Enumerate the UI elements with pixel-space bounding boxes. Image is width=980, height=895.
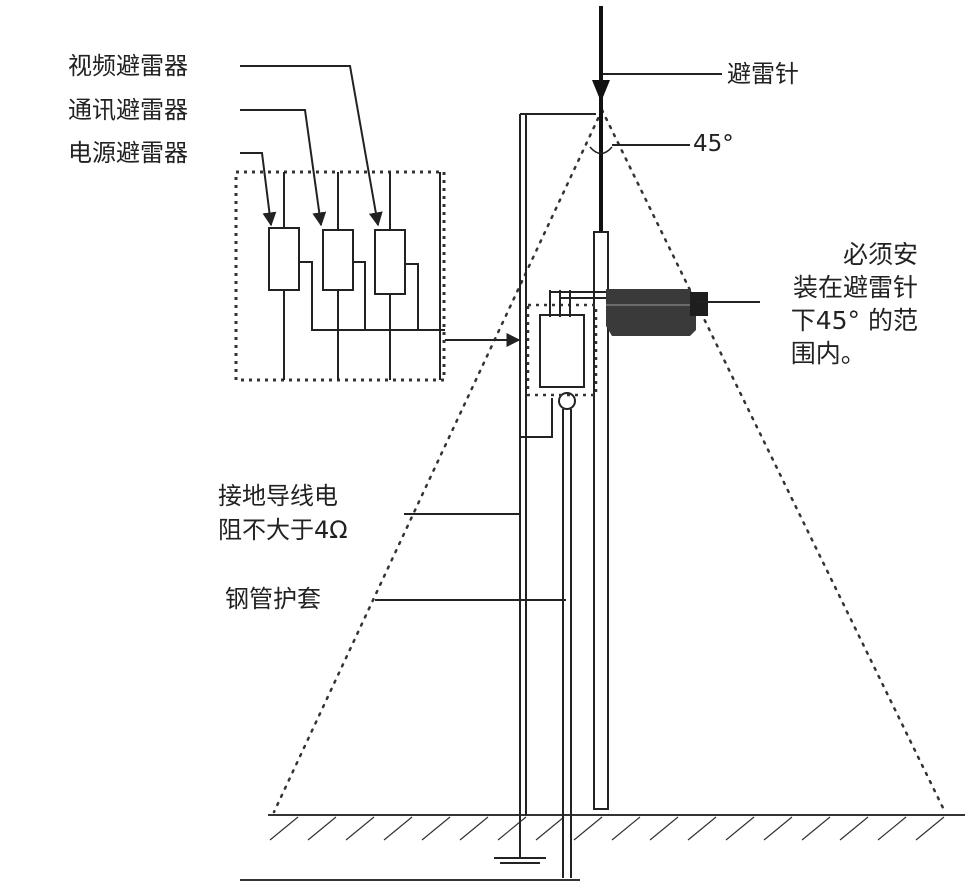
- label-steel-pipe: 钢管护套: [225, 585, 321, 613]
- leader-lines: [240, 65, 760, 601]
- label-video-arrester: 视频避雷器: [68, 52, 188, 80]
- note-line-3: 下45° 的范: [790, 306, 918, 335]
- label-power-arrester: 电源避雷器: [68, 139, 188, 167]
- camera: [606, 289, 708, 336]
- ground-wire-line-2: 阻不大于4Ω: [218, 516, 348, 544]
- surge-box-dotted-outline: [234, 170, 446, 382]
- note-line-2: 装在避雷针: [792, 273, 918, 302]
- installation-note: 必须安 装在避雷针 下45° 的范 围内。: [791, 238, 918, 370]
- pole-box-dotted-outline: [526, 303, 598, 397]
- note-line-4: 围内。: [790, 339, 866, 368]
- ground-wire-line-1: 接地导线电: [218, 482, 338, 510]
- comm-arrester-element: [322, 229, 354, 291]
- angle-arc: [589, 146, 613, 155]
- ground-electrode: [494, 815, 546, 864]
- ground: [240, 814, 965, 881]
- video-arrester-element: [268, 227, 300, 291]
- pole: [593, 231, 609, 810]
- protection-cone: [272, 108, 947, 814]
- ground-hatching: [269, 816, 945, 841]
- surge-protector-box: [234, 170, 521, 382]
- label-angle: 45°: [693, 131, 734, 157]
- label-comm-arrester: 通讯避雷器: [68, 96, 188, 124]
- cone-right-edge: [600, 108, 947, 814]
- lightning-rod-assembly: [589, 6, 613, 810]
- rod-tip-arrow: [592, 80, 610, 102]
- camera-body: [606, 289, 696, 336]
- camera-lens-hood: [690, 292, 708, 316]
- note-line-1: 必须安: [842, 240, 918, 269]
- power-arrester-element: [374, 229, 406, 295]
- pole-protection-box: [526, 290, 606, 397]
- label-ground-wire: 接地导线电 阻不大于4Ω: [218, 479, 348, 547]
- label-lightning-rod: 避雷针: [727, 60, 799, 88]
- cone-left-edge: [272, 108, 604, 814]
- ground-down-conductor: [519, 113, 596, 815]
- steel-pipe-sleeve: [558, 392, 576, 878]
- pole-box-module: [539, 314, 585, 388]
